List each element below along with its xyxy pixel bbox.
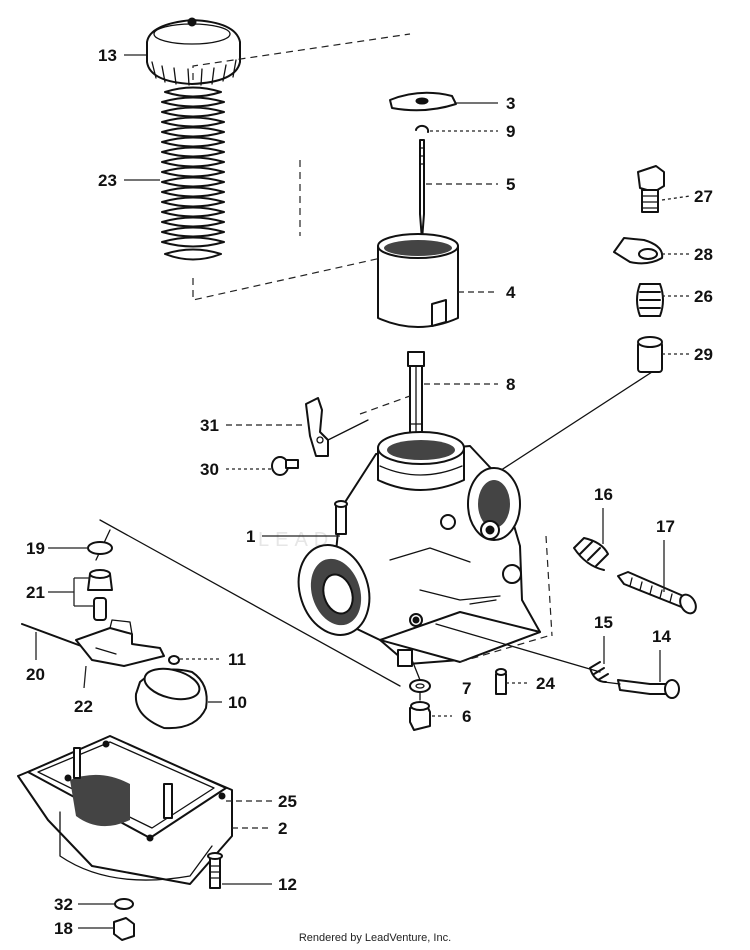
throttle-stop-spring-part bbox=[589, 661, 609, 683]
part-label-23: 23 bbox=[98, 171, 117, 190]
throttle-stop-screw-part bbox=[617, 679, 680, 699]
bowl-screw-part bbox=[207, 852, 223, 889]
cable-bracket-part bbox=[305, 397, 329, 457]
rendered-by-credit: Rendered by LeadVenture, Inc. bbox=[298, 932, 452, 944]
drain-plug-part bbox=[113, 917, 135, 941]
part-label-2: 2 bbox=[278, 819, 287, 838]
air-screw-part bbox=[617, 571, 697, 615]
part-label-3: 3 bbox=[506, 94, 515, 113]
part-label-1: 1 bbox=[246, 527, 255, 546]
part-label-31: 31 bbox=[200, 416, 219, 435]
float-bowl-part bbox=[17, 735, 233, 885]
part-label-14: 14 bbox=[652, 627, 671, 646]
pilot-jet-part bbox=[495, 668, 507, 695]
part-label-17: 17 bbox=[656, 517, 675, 536]
needle-jet-part bbox=[407, 351, 425, 437]
float-pin-clip-part bbox=[168, 655, 180, 665]
o-ring-part bbox=[87, 541, 113, 555]
part-label-13: 13 bbox=[98, 46, 117, 65]
part-label-20: 20 bbox=[26, 665, 45, 684]
bracket-screw-part bbox=[271, 456, 299, 476]
jet-needle-part bbox=[419, 139, 425, 241]
part-label-27: 27 bbox=[694, 187, 713, 206]
part-label-16: 16 bbox=[594, 485, 613, 504]
air-screw-spring-part bbox=[573, 537, 609, 571]
e-clip-part bbox=[415, 124, 430, 133]
needle-clip-plate-part bbox=[389, 91, 457, 112]
part-label-5: 5 bbox=[506, 175, 515, 194]
part-label-22: 22 bbox=[74, 697, 93, 716]
part-label-24: 24 bbox=[536, 674, 555, 693]
part-label-11: 11 bbox=[228, 650, 246, 669]
top-cap-part bbox=[146, 17, 241, 86]
needle-valve-seat-part bbox=[87, 569, 113, 621]
main-jet-part bbox=[409, 701, 431, 731]
part-label-7: 7 bbox=[462, 679, 471, 698]
slide-spring-part bbox=[161, 86, 225, 261]
throttle-slide-part bbox=[377, 233, 459, 328]
part-label-19: 19 bbox=[26, 539, 45, 558]
part-label-12: 12 bbox=[278, 875, 297, 894]
part-label-6: 6 bbox=[462, 707, 471, 726]
starter-plunger-assembly bbox=[613, 165, 665, 373]
part-label-26: 26 bbox=[694, 287, 713, 306]
part-label-32: 32 bbox=[54, 895, 73, 914]
part-label-9: 9 bbox=[506, 122, 515, 141]
part-label-21: 21 bbox=[26, 583, 45, 602]
part-label-10: 10 bbox=[228, 693, 247, 712]
part-label-25: 25 bbox=[278, 792, 297, 811]
part-label-4: 4 bbox=[506, 283, 516, 302]
part-label-30: 30 bbox=[200, 460, 219, 479]
float-part bbox=[134, 667, 208, 730]
part-label-29: 29 bbox=[694, 345, 713, 364]
part-label-18: 18 bbox=[54, 919, 73, 938]
washer-part bbox=[409, 679, 431, 693]
part-label-8: 8 bbox=[506, 375, 515, 394]
drain-washer-part bbox=[114, 898, 134, 910]
float-arm-part bbox=[75, 619, 165, 667]
part-label-28: 28 bbox=[694, 245, 713, 264]
carburetor-body-part bbox=[297, 431, 541, 667]
part-label-15: 15 bbox=[594, 613, 613, 632]
